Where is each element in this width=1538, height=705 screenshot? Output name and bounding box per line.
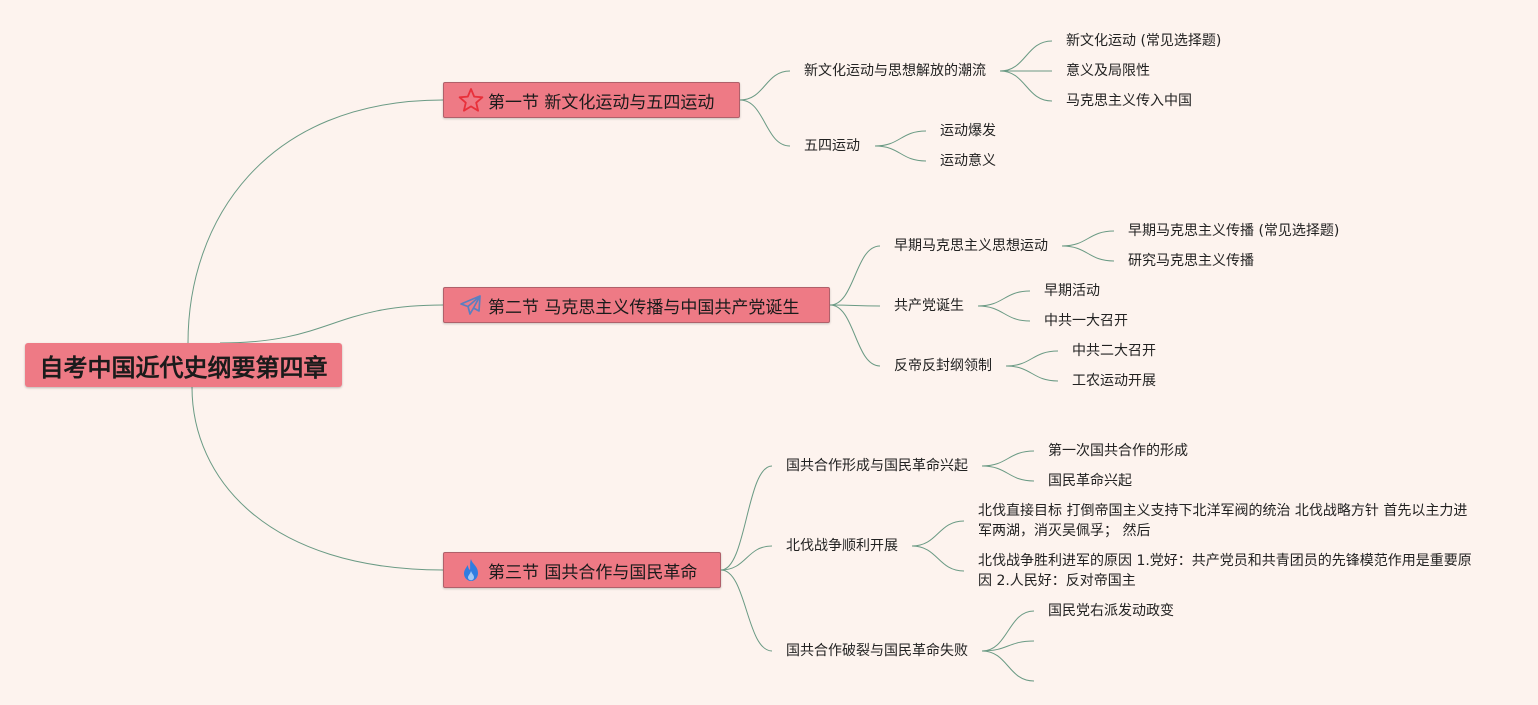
topic-3-3[interactable]: 国共合作破裂与国民革命失败 xyxy=(786,643,968,659)
section-1-label: 第一节 新文化运动与五四运动 xyxy=(488,92,715,113)
item-3-2-2[interactable]: 北伐战争胜利进军的原因 1.党好：共产党员和共青团员的先锋模范作用是重要原因 2… xyxy=(978,553,1472,589)
star-icon xyxy=(458,87,484,113)
edge-item-7 xyxy=(1061,245,1115,262)
edge-item-6 xyxy=(1061,230,1115,247)
edge-topic-8 xyxy=(720,569,773,652)
edge-item-15 xyxy=(911,545,965,572)
edge-topic-5 xyxy=(829,304,881,367)
item-3-3-1[interactable]: 国民党右派发动政变 xyxy=(1048,603,1174,619)
edge-item-10 xyxy=(1005,350,1059,367)
edge-item-17 xyxy=(981,640,1035,652)
edge-item-1 xyxy=(999,40,1053,72)
topic-2-1[interactable]: 早期马克思主义思想运动 xyxy=(894,238,1048,254)
item-1-2-1[interactable]: 运动爆发 xyxy=(940,123,996,139)
topic-3-2[interactable]: 北伐战争顺利开展 xyxy=(786,538,898,554)
item-1-2-2[interactable]: 运动意义 xyxy=(940,153,996,169)
item-1-1-3[interactable]: 马克思主义传入中国 xyxy=(1066,93,1192,109)
topic-3-1[interactable]: 国共合作形成与国民革命兴起 xyxy=(786,458,968,474)
item-2-3-1[interactable]: 中共二大召开 xyxy=(1072,343,1156,359)
topic-1-1[interactable]: 新文化运动与思想解放的潮流 xyxy=(804,63,986,79)
edge-item-4 xyxy=(874,130,927,147)
edge-item-11 xyxy=(1005,365,1059,382)
topic-2-2[interactable]: 共产党诞生 xyxy=(894,298,964,314)
edge-item-12 xyxy=(981,450,1035,467)
edge-root-section-3 xyxy=(191,386,444,571)
section-2-label: 第二节 马克思主义传播与中国共产党诞生 xyxy=(488,297,800,318)
edge-topic-3 xyxy=(829,245,881,306)
edge-item-9 xyxy=(977,305,1031,322)
item-3-1-1[interactable]: 第一次国共合作的形成 xyxy=(1048,443,1188,459)
edge-item-8 xyxy=(977,290,1031,307)
root-label: 自考中国近代史纲要第四章 xyxy=(39,353,328,382)
section-3-label: 第三节 国共合作与国民革命 xyxy=(488,562,698,583)
edge-item-14 xyxy=(911,520,965,547)
paper-plane-icon xyxy=(458,292,484,318)
topic-2-3[interactable]: 反帝反封纲领制 xyxy=(894,358,992,374)
flame-icon xyxy=(458,557,484,583)
item-2-3-2[interactable]: 工农运动开展 xyxy=(1072,373,1156,389)
item-2-1-1[interactable]: 早期马克思主义传播 (常见选择题) xyxy=(1128,223,1340,239)
edge-root-section-1 xyxy=(187,99,444,344)
edge-item-16 xyxy=(981,610,1035,652)
edge-topic-7 xyxy=(720,545,773,571)
edge-topic-1 xyxy=(739,70,791,101)
item-3-1-2[interactable]: 国民革命兴起 xyxy=(1048,473,1132,489)
edge-item-5 xyxy=(874,145,927,162)
topic-1-2[interactable]: 五四运动 xyxy=(804,138,860,154)
section-3-node[interactable]: 第三节 国共合作与国民革命 xyxy=(443,552,721,588)
item-1-1-2[interactable]: 意义及局限性 xyxy=(1066,63,1150,79)
item-3-2-1[interactable]: 北伐直接目标 打倒帝国主义支持下北洋军阀的统治 北伐战略方针 首先以主力进军两湖… xyxy=(978,503,1468,539)
section-1-node[interactable]: 第一节 新文化运动与五四运动 xyxy=(443,82,740,118)
item-1-1-1[interactable]: 新文化运动 (常见选择题) xyxy=(1066,33,1222,49)
item-2-2-1[interactable]: 早期活动 xyxy=(1044,283,1100,299)
edge-topic-4 xyxy=(829,304,881,307)
edge-topic-2 xyxy=(739,99,791,147)
edge-item-3 xyxy=(999,70,1053,102)
edge-item-18 xyxy=(981,650,1035,682)
root-node[interactable]: 自考中国近代史纲要第四章 xyxy=(25,343,342,387)
item-2-1-2[interactable]: 研究马克思主义传播 xyxy=(1128,253,1254,269)
edge-root-section-2 xyxy=(219,304,444,344)
edge-topic-6 xyxy=(720,465,773,571)
section-2-node[interactable]: 第二节 马克思主义传播与中国共产党诞生 xyxy=(443,287,830,323)
item-2-2-2[interactable]: 中共一大召开 xyxy=(1044,313,1128,329)
edge-item-13 xyxy=(981,465,1035,482)
